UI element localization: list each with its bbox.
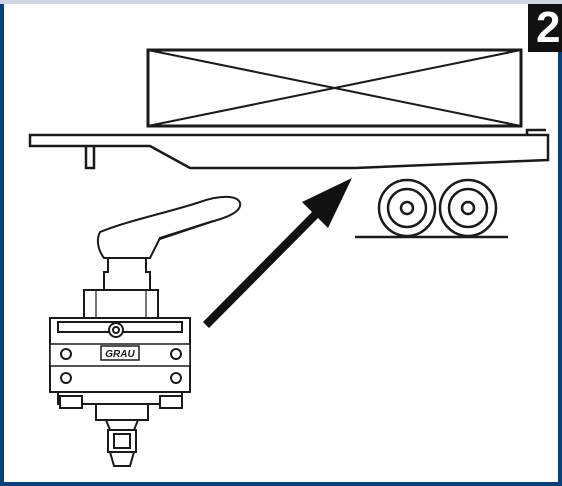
control-valve-icon bbox=[49, 195, 242, 467]
trailer-wheel-rear bbox=[438, 178, 498, 238]
trailer-wheel-front bbox=[377, 178, 437, 238]
flatbed-trailer-icon bbox=[28, 128, 550, 239]
step-number-badge: 2 bbox=[528, 4, 562, 52]
top-strip bbox=[0, 0, 562, 4]
arrow-up-right-icon bbox=[203, 178, 352, 328]
cargo-crate-icon bbox=[146, 48, 523, 128]
valve-brand-label: GRAU bbox=[105, 349, 135, 360]
